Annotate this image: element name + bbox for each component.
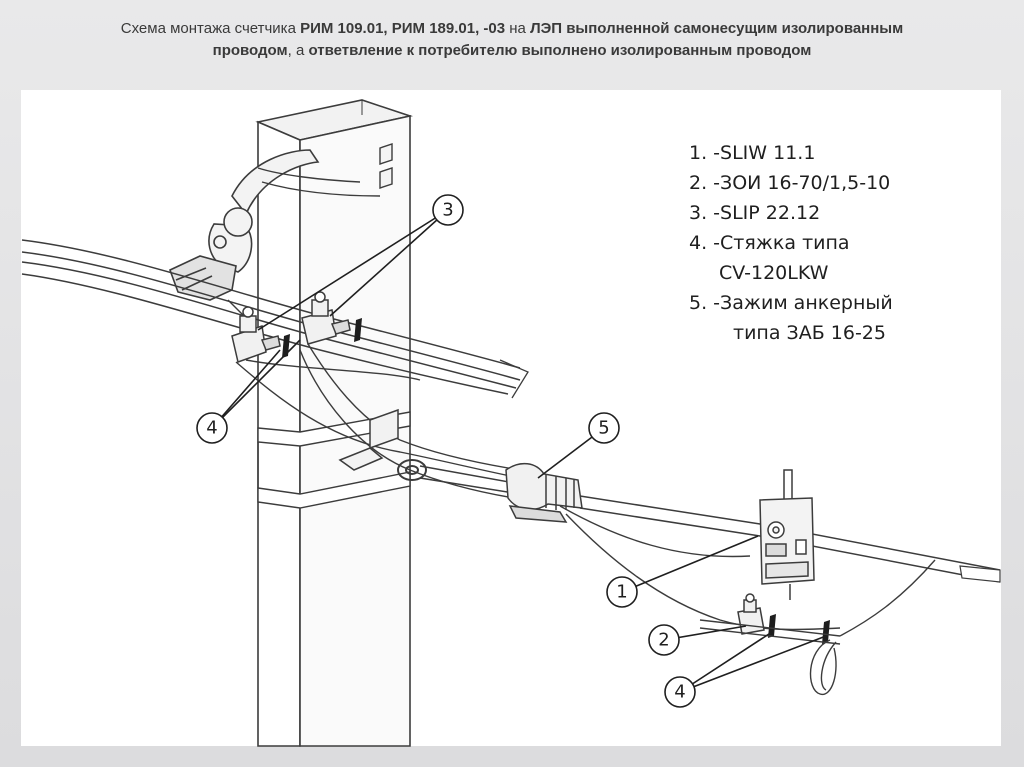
title-part4: ЛЭП выполненной самонесущим изолированны…: [530, 20, 904, 37]
slide-title: Схема монтажа счетчика РИМ 109.01, РИМ 1…: [40, 18, 984, 62]
legend-item-2: 2. -ЗОИ 16-70/1,5-10: [689, 172, 891, 194]
cable-end: [959, 565, 1001, 583]
title-part6: , а: [287, 42, 309, 59]
callout-4-upper-label: 4: [206, 418, 217, 439]
drip-loop: [397, 459, 427, 481]
diagram-frame: [21, 90, 1001, 746]
anchor-clamp: [505, 462, 583, 523]
callout-3-label: 3: [442, 200, 453, 221]
callout-2: 2: [648, 624, 680, 656]
callout-4-lower: 4: [664, 676, 696, 708]
callout-1: 1: [606, 576, 638, 608]
piercing-connector-left: [231, 306, 281, 363]
title-part3: на: [505, 20, 531, 37]
title-part7: ответвление к потребителю выполнено изол…: [308, 42, 812, 59]
callout-5: 5: [588, 412, 620, 444]
energy-meter: [759, 469, 815, 600]
legend-item-4: 4. -Стяжка типа: [689, 232, 850, 254]
callout-3: 3: [432, 194, 464, 226]
cable-ties-bottom: [768, 614, 830, 644]
legend-item-5: 5. -Зажим анкерный: [689, 292, 893, 314]
legend-item-1: 1. -SLIW 11.1: [689, 142, 816, 164]
title-part2: РИМ 109.01, РИМ 189.01, -03: [300, 20, 506, 37]
callout-2-label: 2: [658, 630, 669, 651]
legend-item-4-continued: CV-120LKW: [719, 262, 829, 284]
branch-wires: [235, 343, 561, 505]
legend-item-3: 3. -SLIP 22.12: [689, 202, 821, 224]
callout-4-upper: 4: [196, 412, 228, 444]
callout-4-lower-label: 4: [674, 682, 685, 703]
pole: [255, 99, 414, 747]
callout-5-label: 5: [598, 418, 609, 439]
legend: 1. -SLIW 11.1 2. -ЗОИ 16-70/1,5-10 3. -S…: [689, 138, 989, 348]
title-part5: проводом: [212, 42, 288, 59]
piercing-connector-right: [301, 291, 351, 345]
pole-hook: [338, 408, 399, 471]
piercing-connector-lower: [737, 593, 765, 635]
branch-to-meter: [559, 505, 841, 631]
legend-item-5-continued: типа ЗАБ 16-25: [733, 322, 886, 344]
title-part1: Схема монтажа счетчика: [120, 20, 301, 37]
callout-1-label: 1: [616, 582, 627, 603]
pole-top-bracket: [379, 143, 393, 189]
